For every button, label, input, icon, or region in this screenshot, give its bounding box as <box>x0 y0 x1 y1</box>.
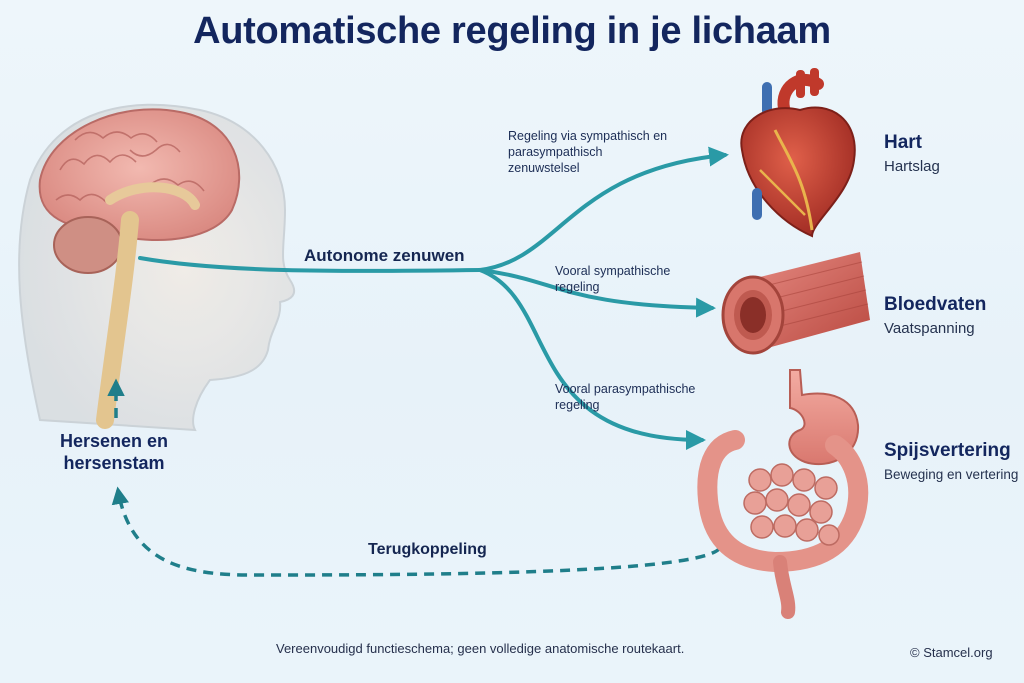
organ-subtitle-vessels: Vaatspanning <box>884 320 975 337</box>
page-title: Automatische regeling in je lichaam <box>193 10 831 52</box>
arrow-to-digestion <box>478 268 706 450</box>
path-label-vessels: Vooral sympathische regeling <box>555 264 671 294</box>
copyright: © Stamcel.org <box>910 645 993 660</box>
brain-label: Hersenen en hersenstam <box>59 431 169 473</box>
path-label-digestion: Vooral parasympathische regeling <box>555 382 696 412</box>
digestive-tract-icon <box>697 369 869 619</box>
arrow-to-heart <box>478 146 729 272</box>
arrow-to-vessels <box>478 268 716 318</box>
organ-subtitle-heart: Hartslag <box>884 158 940 175</box>
blood-vessel-icon <box>721 252 870 355</box>
feedback-pathway <box>107 378 722 577</box>
feedback-arrow <box>111 486 722 577</box>
organ-name-heart: Hart <box>884 132 923 153</box>
heart-icon <box>740 68 856 238</box>
head-illustration <box>18 103 296 432</box>
feedback-label: Terugkoppeling <box>368 541 487 558</box>
organ-name-digestion: Spijsvertering <box>884 440 1011 461</box>
path-label-heart: Regeling via sympathisch en parasympathi… <box>508 129 668 175</box>
nerve-pathways <box>138 146 729 450</box>
organ-name-vessels: Bloedvaten <box>884 294 987 315</box>
organ-subtitle-digestion: Beweging en vertering <box>884 467 1019 482</box>
footer-note: Vereenvoudigd functieschema; geen volled… <box>276 641 685 656</box>
nerves-label: Autonome zenuwen <box>304 246 465 265</box>
nerve-trunk <box>138 256 482 273</box>
